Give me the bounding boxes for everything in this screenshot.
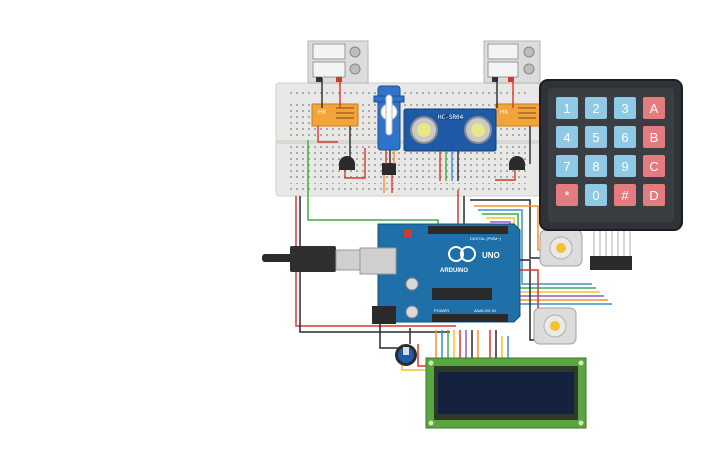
dc-motor-top[interactable] <box>539 229 583 267</box>
transistor-right[interactable] <box>509 156 525 170</box>
power-module-left[interactable] <box>307 40 369 84</box>
keypad-key-label: 6 <box>621 130 628 145</box>
keypad[interactable]: 1 2 3 A 4 5 6 B 7 8 9 C * 0 # D <box>539 79 683 231</box>
keypad-key-label: A <box>650 101 659 116</box>
power-module-right[interactable] <box>483 40 541 84</box>
keypad-key-label: 8 <box>592 159 599 174</box>
keypad-key-label: 9 <box>621 159 628 174</box>
keypad-connector[interactable] <box>590 230 632 270</box>
keypad-key-8[interactable]: 8 <box>585 155 607 177</box>
lcd-screen <box>438 372 574 414</box>
keypad-key-label: D <box>649 188 658 203</box>
keypad-key-label: C <box>649 159 658 174</box>
keypad-key-5[interactable]: 5 <box>585 126 607 148</box>
relay-left-label: HK <box>318 110 326 116</box>
breadboard-wiring <box>317 78 531 193</box>
ultrasonic-sensor[interactable]: HC-SR04 <box>403 108 497 152</box>
keypad-key-0[interactable]: 0 <box>585 184 607 206</box>
arduino-model: UNO <box>482 251 500 260</box>
usb-cable[interactable] <box>262 246 361 272</box>
servo-motor[interactable] <box>373 85 405 151</box>
potentiometer[interactable] <box>395 344 417 366</box>
keypad-key-9[interactable]: 9 <box>614 155 636 177</box>
arduino-board[interactable]: ARDUINO UNO DIGITAL (PWM~) POWER ANALOG … <box>359 223 521 324</box>
keypad-key-a[interactable]: A <box>643 97 665 119</box>
keypad-key-label: 3 <box>621 101 628 116</box>
keypad-key-2[interactable]: 2 <box>585 97 607 119</box>
arduino-brand: ARDUINO <box>440 268 468 274</box>
ultrasonic-label: HC-SR04 <box>438 114 464 121</box>
keypad-key-1[interactable]: 1 <box>556 97 578 119</box>
keypad-key-hash[interactable]: # <box>614 184 636 206</box>
lcd-display[interactable] <box>425 357 587 429</box>
keypad-key-7[interactable]: 7 <box>556 155 578 177</box>
keypad-key-label: 1 <box>563 101 570 116</box>
keypad-key-label: * <box>564 188 569 203</box>
keypad-key-6[interactable]: 6 <box>614 126 636 148</box>
transistor-left[interactable] <box>339 156 355 170</box>
keypad-key-3[interactable]: 3 <box>614 97 636 119</box>
relay-left[interactable]: HK <box>311 103 359 127</box>
keypad-key-c[interactable]: C <box>643 155 665 177</box>
keypad-key-label: B <box>650 130 659 145</box>
keypad-key-label: 0 <box>592 188 599 203</box>
arduino-analog-label: ANALOG IN <box>474 308 496 313</box>
keypad-key-b[interactable]: B <box>643 126 665 148</box>
keypad-key-label: 5 <box>592 130 599 145</box>
keypad-key-4[interactable]: 4 <box>556 126 578 148</box>
dc-motor-bottom[interactable] <box>533 307 577 345</box>
keypad-key-label: 2 <box>592 101 599 116</box>
keypad-key-label: 7 <box>563 159 570 174</box>
keypad-key-d[interactable]: D <box>643 184 665 206</box>
arduino-power-label: POWER <box>434 308 449 313</box>
keypad-key-star[interactable]: * <box>556 184 578 206</box>
transistor-middle[interactable] <box>382 163 396 175</box>
relay-right[interactable]: HK <box>495 103 541 127</box>
keypad-key-label: 4 <box>563 130 570 145</box>
arduino-digital-label: DIGITAL (PWM~) <box>470 236 502 241</box>
relay-right-label: HK <box>500 110 508 116</box>
keypad-key-label: # <box>621 188 629 203</box>
